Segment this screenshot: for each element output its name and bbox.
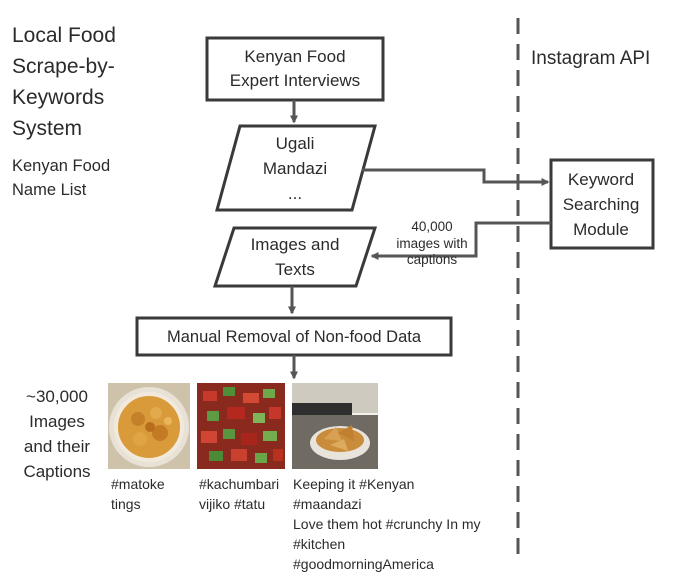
system-title-line: Local Food: [12, 24, 116, 47]
food-list-item: ...: [287, 183, 303, 203]
caption-line: tings: [111, 496, 141, 512]
result-count-label-line: Captions: [23, 462, 91, 481]
images-texts-label: Images and Texts: [222, 230, 368, 284]
images-texts-label-line: Texts: [275, 260, 315, 279]
caption-line: Keeping it #Kenyan: [293, 476, 415, 492]
food-list-parallelogram: [215, 124, 377, 212]
arrow-list-to-module: [362, 168, 550, 186]
images-texts-label-line: Images and: [250, 235, 340, 254]
kachumbari-photo: [197, 383, 285, 469]
photo-caption: #kachumbari vijiko #tatu: [199, 474, 289, 514]
food-name-list-label: Kenyan Food Name List: [12, 154, 152, 202]
food-list-item: Ugali: [275, 133, 315, 153]
system-title-line: Keywords: [12, 86, 105, 109]
food-name-list-label-line: Kenyan Food: [12, 157, 111, 175]
edge-count-label-line: 40,000: [411, 219, 453, 234]
interviews-box: [205, 36, 385, 102]
result-count-label: ~30,000 Images and their Captions: [12, 384, 102, 484]
caption-line: #kitchen: [293, 536, 346, 552]
matoke-photo: [108, 383, 190, 469]
manual-removal-label: Manual Removal of Non-food Data: [166, 328, 422, 346]
caption-line: vijiko #tatu: [199, 496, 266, 512]
caption-line: #maandazi: [293, 496, 362, 512]
interviews-label-line: Expert Interviews: [229, 71, 361, 90]
result-count-label-line: Images: [29, 412, 85, 431]
images-texts-parallelogram: [212, 226, 378, 288]
caption-line: #matoke: [111, 476, 165, 492]
interviews-label-line: Kenyan Food: [244, 47, 346, 66]
caption-line: #goodmorningAmerica: [293, 556, 434, 572]
system-title: Local Food Scrape-by- Keywords System: [12, 20, 152, 144]
keyword-module-label-line: Module: [573, 219, 629, 239]
keyword-module-label-line: Searching: [562, 194, 640, 214]
food-list-label: Ugali Mandazi ...: [222, 126, 368, 210]
edge-count-label-line: captions: [406, 252, 458, 267]
photo-caption: Keeping it #Kenyan #maandazi Love them h…: [293, 474, 518, 574]
caption-line: #kachumbari: [199, 476, 280, 492]
food-name-list-label-line: Name List: [12, 181, 87, 199]
instagram-api-label: Instagram API: [531, 48, 651, 69]
edge-count-label-line: images with: [396, 235, 468, 251]
interviews-label: Kenyan Food Expert Interviews: [210, 40, 380, 98]
keyword-module-label-line: Keyword: [567, 169, 635, 189]
result-count-label-line: and their: [23, 437, 91, 456]
caption-line: Love them hot #crunchy In my: [293, 516, 481, 532]
result-count-label-line: ~30,000: [26, 387, 88, 406]
keyword-module-box: [549, 158, 655, 250]
keyword-module-label: Keyword Searching Module: [551, 162, 651, 246]
system-title-line: Scrape-by-: [12, 55, 115, 78]
photo-caption: #matoke tings: [111, 474, 191, 514]
arrow-module-to-images: [370, 221, 551, 260]
system-title-line: System: [12, 117, 83, 140]
food-list-item: Mandazi: [262, 158, 328, 178]
maandazi-photo: [292, 383, 378, 469]
edge-count-label: 40,000 images with captions: [392, 219, 472, 269]
